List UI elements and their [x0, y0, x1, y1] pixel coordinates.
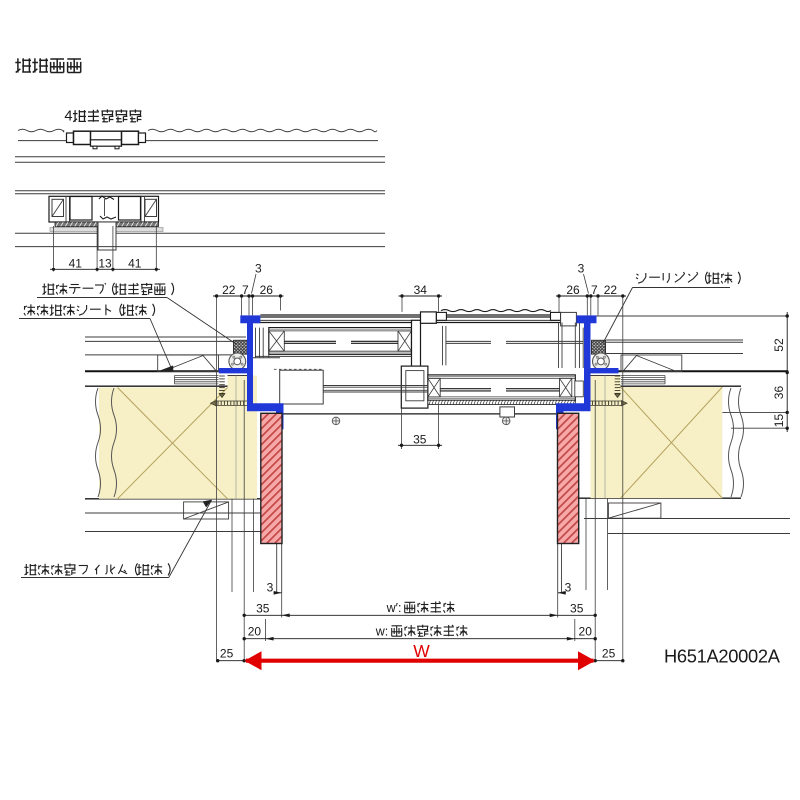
- svg-text:22: 22: [604, 283, 618, 297]
- svg-text:25: 25: [602, 647, 616, 661]
- svg-text:41: 41: [69, 256, 83, 270]
- svg-text:W: W: [413, 641, 430, 661]
- svg-text:52: 52: [772, 338, 786, 352]
- svg-text:35: 35: [413, 432, 427, 446]
- svg-text:15: 15: [772, 414, 786, 428]
- svg-text:3: 3: [267, 580, 274, 594]
- svg-text:w:: w:: [375, 625, 389, 639]
- svg-text:3: 3: [578, 261, 585, 275]
- svg-text:7: 7: [591, 283, 598, 297]
- svg-text:13: 13: [98, 256, 112, 270]
- svg-text:3: 3: [255, 261, 262, 275]
- svg-text:22: 22: [222, 283, 236, 297]
- svg-text:7: 7: [242, 283, 249, 297]
- svg-text:26: 26: [566, 283, 580, 297]
- svg-text:35: 35: [256, 601, 270, 615]
- svg-text:26: 26: [260, 283, 274, 297]
- svg-text:36: 36: [772, 386, 786, 400]
- svg-text:41: 41: [128, 256, 142, 270]
- svg-text:20: 20: [248, 625, 262, 639]
- svg-text:25: 25: [220, 647, 234, 661]
- svg-text:20: 20: [579, 625, 593, 639]
- svg-text:4: 4: [64, 109, 72, 125]
- svg-text:34: 34: [414, 283, 428, 297]
- svg-text:H651A20002A: H651A20002A: [664, 646, 781, 667]
- svg-text:w′:: w′:: [386, 601, 402, 615]
- svg-text:35: 35: [570, 601, 584, 615]
- svg-text:3: 3: [565, 580, 572, 594]
